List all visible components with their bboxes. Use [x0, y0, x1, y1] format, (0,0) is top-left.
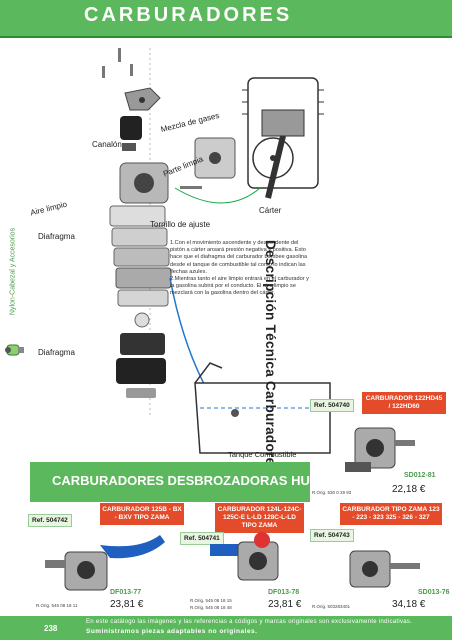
product-price: 34,18 €	[392, 599, 426, 610]
label-diafragma-1: Diafragma	[38, 232, 75, 241]
section-title: CARBURADORES DESBROZADORAS HUS	[52, 473, 319, 488]
original-ref: R.Orig. 503283401	[312, 604, 351, 609]
label-diafragma-2: Diafragma	[38, 348, 75, 357]
carburetor-image	[40, 530, 170, 600]
product-price: 23,81 €	[110, 599, 144, 610]
product-code: SD013-76	[418, 589, 450, 596]
original-ref: R.Orig. 530 0 29 93	[312, 490, 352, 495]
carburetor-image	[200, 532, 310, 592]
footer-supply-note: Suministramos piezas adaptables no origi…	[86, 628, 258, 635]
ref-badge: Ref. 504741	[180, 532, 224, 545]
product-title: CARBURADOR 125B - BX - BXV TIPO ZAMA	[100, 503, 184, 525]
label-canalon: Canalón	[92, 140, 122, 149]
header-divider	[0, 36, 452, 38]
product-title: CARBURADOR 124L-124C-125C-E L-LD 128C-L-…	[215, 503, 304, 533]
original-ref: R.Orig. 545 08 18 15 R.Orig. 545 08 18 4…	[190, 598, 232, 610]
section-band	[30, 462, 310, 502]
product-code: DF013-77	[110, 589, 142, 596]
footer-disclaimer: En este catálogo las imágenes y las refe…	[86, 619, 413, 625]
spool-icon	[4, 342, 26, 358]
product-title: CARBURADOR TIPO ZAMA 123 - 223 - 323 325…	[340, 503, 442, 525]
sidebar-section-label: Nylon-Cabezal y Accesorios	[9, 227, 17, 316]
label-carter: Cárter	[259, 206, 282, 215]
product-code: SD012-81	[404, 472, 436, 479]
ref-badge: Ref. 504742	[28, 514, 72, 527]
product-title: CARBURADOR 122HD45 / 122HD60	[362, 392, 446, 414]
ref-badge: Ref. 504740	[310, 399, 354, 412]
technical-note: 1.Con el movimiento ascendente y descend…	[170, 240, 309, 297]
label-tanque: Tanque Combustible	[228, 450, 297, 459]
ref-badge: Ref. 504743	[310, 529, 354, 542]
page-title: CARBURADORES	[84, 4, 293, 26]
product-code: DF013-78	[268, 589, 300, 596]
product-price: 23,81 €	[268, 599, 302, 610]
label-tornillo: Tornillo de ajuste	[150, 220, 211, 229]
sidebar	[0, 38, 30, 640]
original-ref: R.Orig. 545 08 18 11	[36, 603, 78, 608]
carburetor-diagram: Mezcla de gases Canalón Parte limpia Air…	[29, 38, 343, 460]
carburetor-image	[325, 545, 435, 595]
footer-band	[0, 616, 452, 640]
header-band	[0, 0, 452, 36]
exploded-view-illustration	[102, 48, 331, 454]
carburetor-image	[325, 418, 425, 480]
product-price: 22,18 €	[392, 484, 426, 495]
page-number: 238	[44, 624, 58, 633]
